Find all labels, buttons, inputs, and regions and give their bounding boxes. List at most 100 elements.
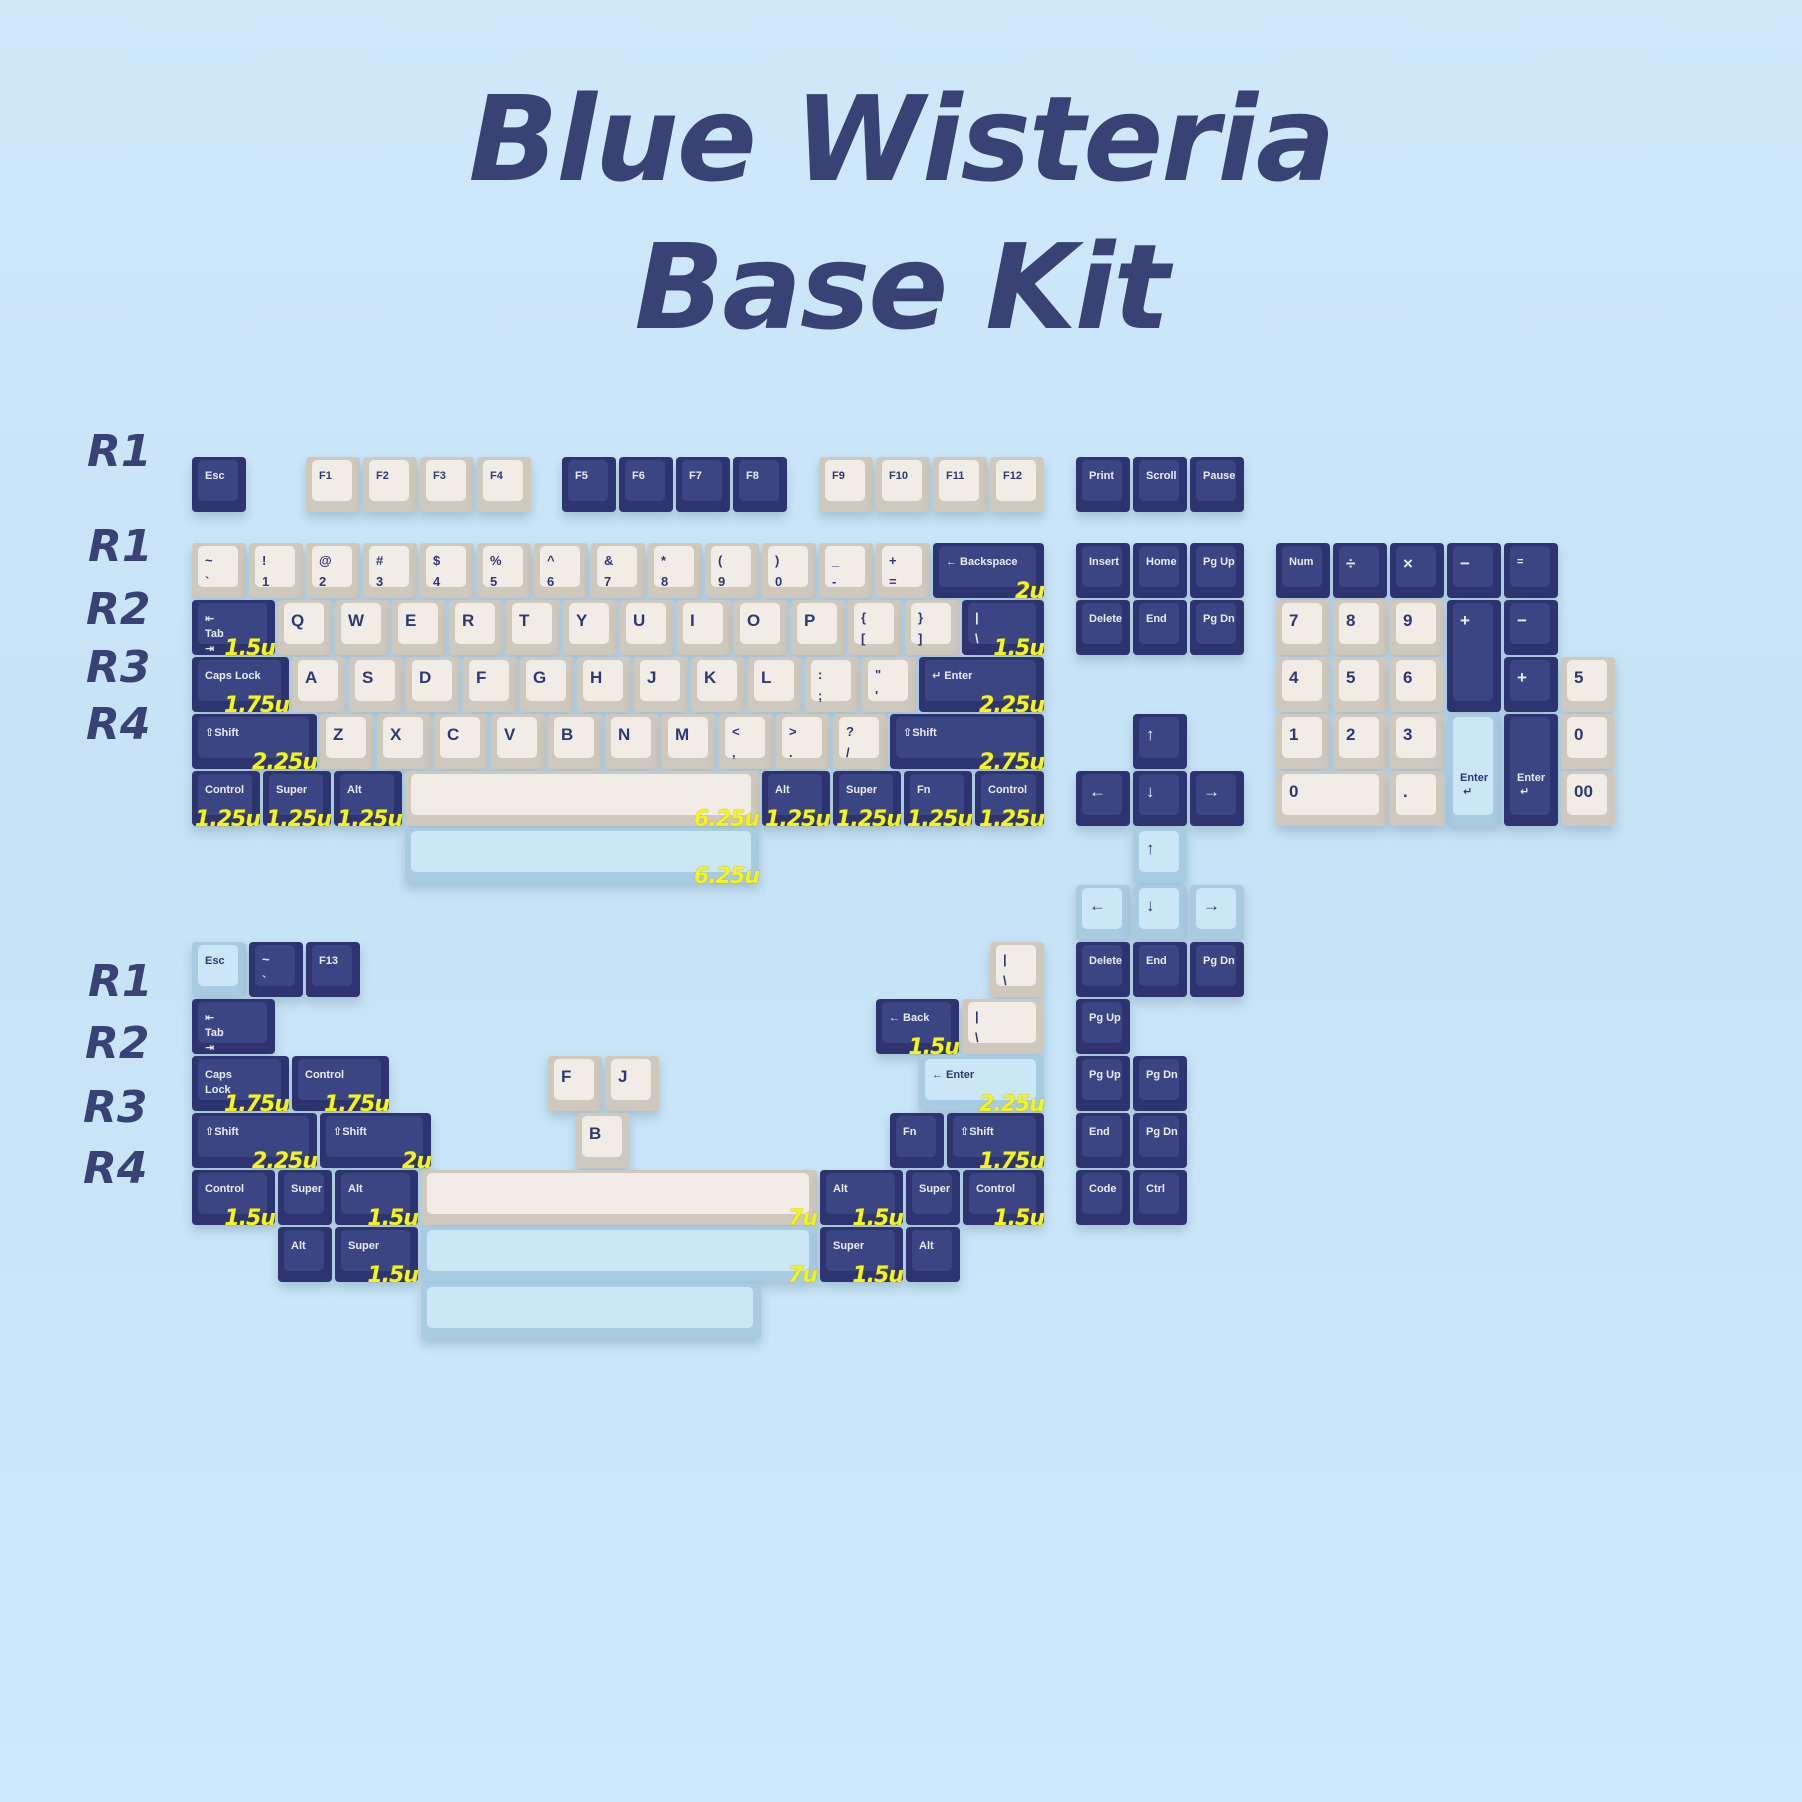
keycap-legend: F12 (1003, 470, 1022, 482)
row-label-lower-r1: R1 (88, 956, 153, 1007)
keycap-nenter_navy: Enter ↵ (1504, 714, 1558, 826)
keycap-g: G (520, 657, 574, 712)
size-label: 1.5u (367, 1263, 419, 1288)
keycap-f7: F7 (676, 457, 730, 512)
keycap-top (825, 460, 865, 501)
keycap-top (1139, 717, 1179, 758)
keycap-legend: End (1089, 1126, 1110, 1138)
keycap-top (868, 660, 908, 701)
keycap-legend: | \ (975, 610, 979, 646)
keycap-space_sky_bottom (421, 1284, 761, 1339)
keycap-top (198, 717, 309, 758)
keycap-legend: ~ ` (262, 952, 270, 988)
keycap-neq: = (1504, 543, 1558, 598)
keycap-legend: T (519, 611, 530, 630)
keycap-top (1510, 660, 1550, 701)
keycap-right1: → (1190, 771, 1244, 826)
row-label-r2: R2 (86, 584, 151, 635)
keycap-h: H (577, 657, 631, 712)
keycap-top (340, 774, 394, 815)
keycap-top (540, 546, 580, 587)
size-label: 1.5u (852, 1263, 904, 1288)
keycap-legend: ← Enter (932, 1069, 975, 1081)
keycap-legend: Control (988, 784, 1028, 796)
keycap-grave_navy: ~ ` (249, 942, 303, 997)
keycap-legend: C (447, 725, 460, 744)
keycap-period: > . (776, 714, 830, 769)
keycap-legend: Control (205, 784, 245, 796)
keycap-n8k: 8 (1333, 600, 1387, 655)
keycap-top (1396, 603, 1436, 644)
keycap-top (910, 774, 964, 815)
keycap-legend: Control (205, 1183, 245, 1195)
keycap-legend: F7 (689, 470, 702, 482)
keycap-top (625, 460, 665, 501)
keycap-top (426, 460, 466, 501)
keycap-n00: 00 (1561, 771, 1615, 826)
keycap-legend: P (804, 611, 816, 630)
keycap-top (1396, 546, 1436, 587)
keycap-equal: + = (876, 543, 930, 598)
keycap-top (768, 774, 822, 815)
keycap-n9k: 9 (1390, 600, 1444, 655)
keycap-legend: ? / (846, 724, 854, 760)
keycap-legend: ^ 6 (547, 553, 555, 589)
keycap-legend: Pg Dn (1146, 1069, 1178, 1081)
keycap-legend: V (504, 725, 516, 744)
keycap-top (1196, 546, 1236, 587)
keycap-top (1139, 774, 1179, 815)
keycap-n1k: 1 (1276, 714, 1330, 769)
size-label: 1.75u (224, 693, 290, 718)
title-line-1: Blue Wisteria (468, 70, 1335, 208)
keycap-top (1082, 546, 1122, 587)
keycap-top (198, 546, 238, 587)
keycap-y: Y (563, 600, 617, 655)
keycap-pgdn1: Pg Dn (1190, 600, 1244, 655)
keycap-f1: F1 (306, 457, 360, 512)
keycap-top (925, 660, 1036, 701)
keycap-legend: ⇧Shift (960, 1126, 994, 1138)
size-label: 2u (402, 1149, 432, 1174)
keycap-legend: B (561, 725, 574, 744)
keycap-top (1196, 460, 1236, 501)
keycap-scroll: Scroll (1133, 457, 1187, 512)
keycap-legend: 3 (1403, 725, 1413, 744)
keycap-b_alt: B (576, 1113, 630, 1168)
keycap-pipe15: | \ (962, 999, 1044, 1054)
size-label: 7u (788, 1206, 818, 1231)
keycap-top (1196, 888, 1236, 929)
keycap-legend: " ' (875, 667, 882, 703)
keycap-legend: 9 (1403, 611, 1413, 630)
keycap-d: D (406, 657, 460, 712)
keycap-legend: Super (348, 1240, 380, 1252)
keycap-pgdn4: Pg Dn (1133, 1113, 1187, 1168)
keycap-n9: ( 9 (705, 543, 759, 598)
keycap-top (198, 945, 238, 986)
keycap-top (369, 546, 409, 587)
keycap-top (198, 660, 281, 701)
keycap-top (1139, 603, 1179, 644)
keycap-n1: ! 1 (249, 543, 303, 598)
keycap-legend: Fn (917, 784, 931, 796)
keycap-top (1139, 888, 1179, 929)
keycap-legend: Scroll (1146, 470, 1177, 482)
keycap-top (911, 603, 951, 644)
keycap-legend: L (761, 668, 772, 687)
keycap-legend: + = (889, 553, 897, 589)
keycap-num: Num (1276, 543, 1330, 598)
keycap-slash: ? / (833, 714, 887, 769)
keycap-code: Code (1076, 1170, 1130, 1225)
keycap-legend: Q (291, 611, 305, 630)
keycap-minus: _ - (819, 543, 873, 598)
keycap-top (1082, 460, 1122, 501)
keycap-n5k: 5 (1333, 657, 1387, 712)
keycap-quote: " ' (862, 657, 916, 712)
keycap-legend: H (590, 668, 603, 687)
keycap-legend: { [ (861, 610, 867, 646)
keycap-top (1139, 1116, 1179, 1157)
keycap-top (1567, 774, 1607, 815)
